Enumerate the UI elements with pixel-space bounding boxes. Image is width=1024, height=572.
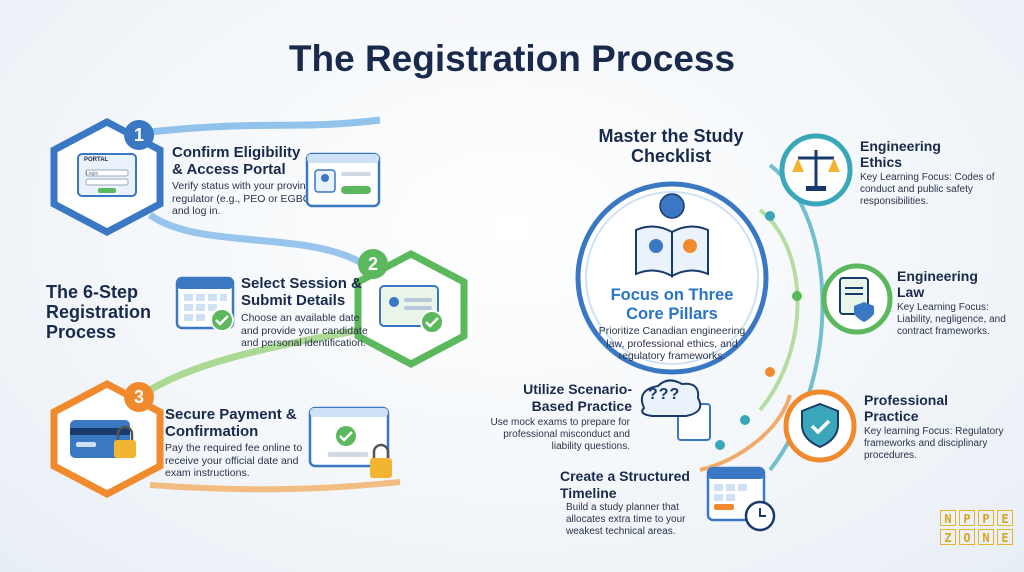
core-pillars-circle bbox=[575, 181, 769, 375]
page-title: The Registration Process bbox=[288, 38, 736, 79]
portal-label: PORTAL bbox=[84, 157, 109, 163]
step-3-title: Secure Payment & Confirmation bbox=[165, 406, 297, 440]
step-3-desc: Pay the required fee online to receive y… bbox=[165, 442, 303, 479]
pillar-law-title: Engineering Law bbox=[897, 268, 978, 300]
login-label: Login bbox=[86, 171, 99, 177]
pillar-law-desc: Key Learning Focus: Liability, negligenc… bbox=[897, 302, 1006, 337]
connector-dot bbox=[765, 211, 775, 221]
step-3-hexagon bbox=[50, 380, 164, 498]
calendar-icon bbox=[175, 276, 235, 332]
step-1-hexagon bbox=[50, 118, 164, 236]
browser-profile-icon bbox=[305, 152, 381, 208]
step-1-number: 1 bbox=[124, 120, 154, 150]
question-marks: ??? bbox=[648, 386, 681, 403]
connector-dot bbox=[740, 415, 750, 425]
core-pillars-title: Focus on Three Core Pillars bbox=[610, 286, 734, 323]
tip-scenario-desc: Use mock exams to prepare for profession… bbox=[490, 417, 631, 452]
connector-dot bbox=[715, 440, 725, 450]
law-document-icon bbox=[821, 263, 893, 335]
steps-heading: The 6-Step Registration Process bbox=[46, 282, 152, 342]
core-pillars-desc: Prioritize Canadian engineering law, pro… bbox=[598, 325, 746, 362]
browser-lock-icon bbox=[308, 406, 392, 478]
planner-calendar-icon bbox=[706, 466, 776, 532]
step-3-number: 3 bbox=[124, 382, 154, 412]
tip-scenario-title: Utilize Scenario-Based Practice bbox=[523, 381, 632, 414]
step-2-title: Select Session & Submit Details bbox=[241, 275, 362, 309]
thought-bubble-icon bbox=[640, 379, 711, 441]
nppe-zone-logo: N P P E Z O N E bbox=[940, 510, 1016, 545]
scales-icon bbox=[779, 133, 853, 207]
step-1-desc: Verify status with your provincial regul… bbox=[172, 180, 322, 217]
checklist-heading: Master the Study Checklist bbox=[598, 126, 744, 166]
shield-check-icon bbox=[783, 389, 857, 463]
connector-dot bbox=[765, 367, 775, 377]
pillar-ethics-desc: Key Learning Focus: Codes of conduct and… bbox=[860, 172, 995, 207]
tip-timeline-title: Create a Structured Timeline bbox=[560, 468, 690, 501]
pillar-ethics-title: Engineering Ethics bbox=[860, 138, 941, 170]
pillar-practice-desc: Key learning Focus: Regulatory framework… bbox=[864, 426, 1004, 461]
step-2-hexagon bbox=[354, 250, 468, 368]
step-1-title: Confirm Eligibility & Access Portal bbox=[172, 144, 301, 178]
step-2-desc: Choose an available date and provide you… bbox=[241, 312, 368, 349]
tip-timeline-desc: Build a study planner that allocates ext… bbox=[566, 502, 686, 537]
step-2-number: 2 bbox=[358, 249, 388, 279]
connector-dot bbox=[792, 291, 802, 301]
pillar-practice-title: Professional Practice bbox=[864, 392, 949, 424]
